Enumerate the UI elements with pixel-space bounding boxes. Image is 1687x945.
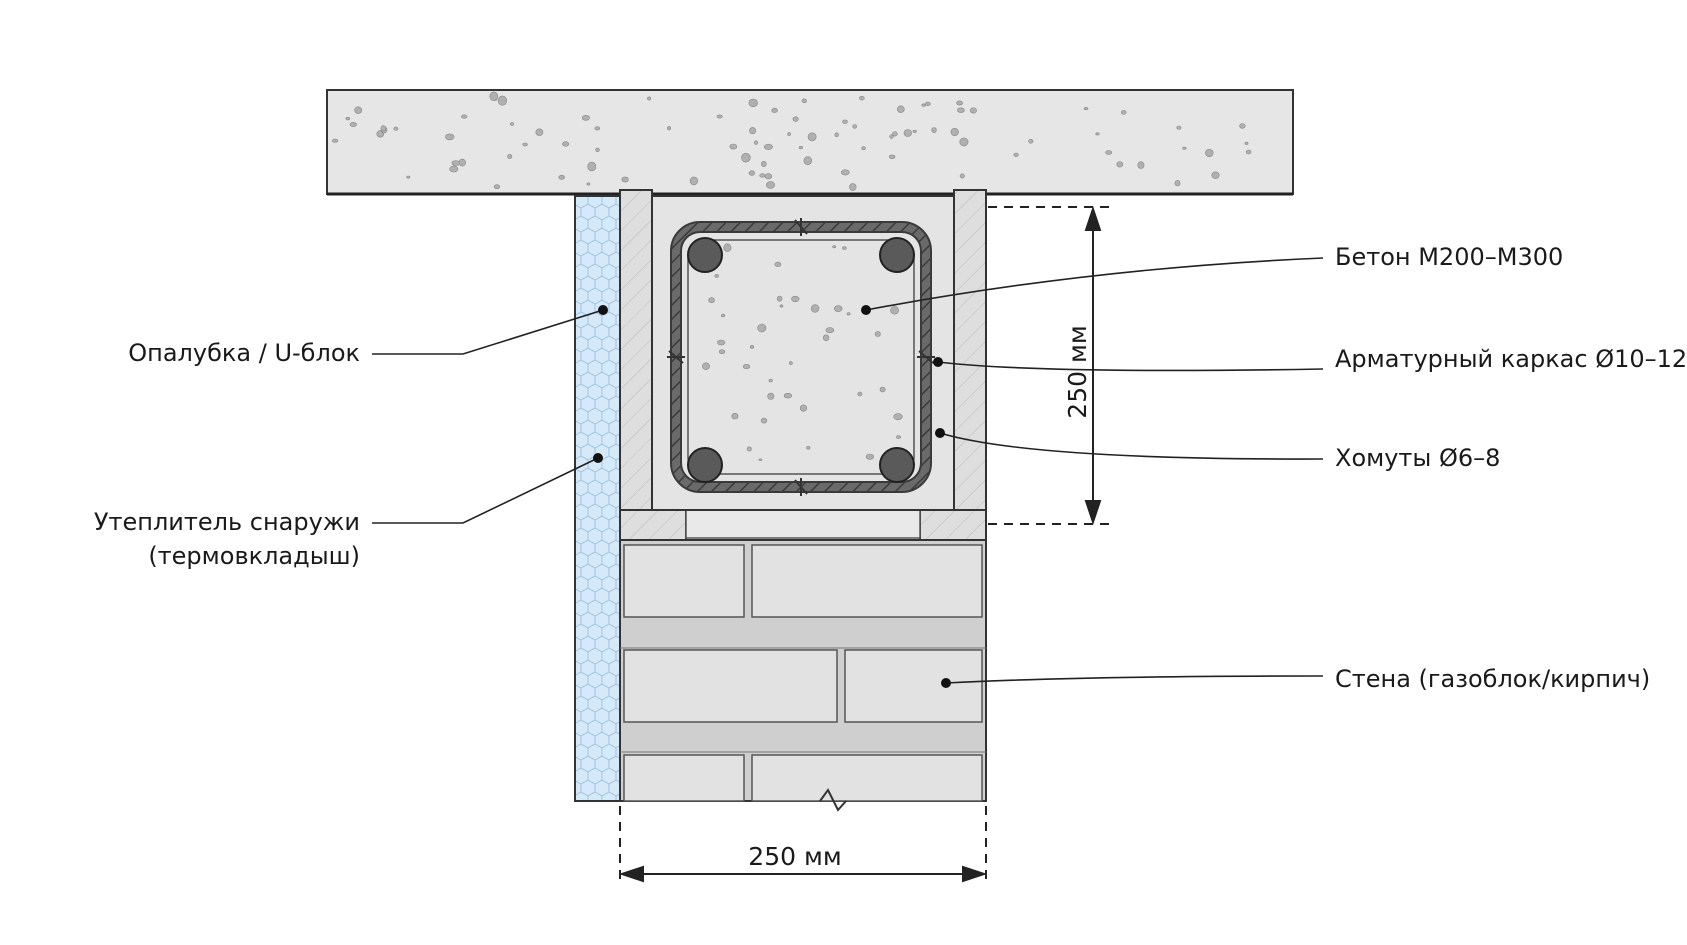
width-dimension-label: 250 мм [748,842,841,871]
width-dimension [618,806,988,883]
leader-dots [593,305,951,688]
insulation-layer [574,195,621,802]
leader-lines [372,257,1324,684]
label-stirrups: Хомуты Ø6–8 [1335,444,1501,472]
label-rebar: Арматурный каркас Ø10–12 [1335,345,1687,373]
floor-slab [326,89,1294,196]
stirrup-ties [667,218,935,496]
label-insulation-line2: (термовкладыш) [148,542,360,570]
rebar-cage [667,218,935,496]
label-concrete: Бетон М200–М300 [1335,243,1564,271]
label-insulation-line1: Утеплитель снаружи [93,508,360,536]
height-dimension [988,205,1112,526]
masonry-wall [619,539,987,812]
label-insulation: Утеплитель снаружи (термовкладыш) [94,505,360,573]
longitudinal-bars [687,237,915,483]
label-formwork: Опалубка / U-блок [128,339,360,367]
u-block-formwork [619,189,987,541]
label-wall: Стена (газоблок/кирпич) [1335,665,1651,693]
height-dimension-label: 250 мм [1063,325,1092,418]
